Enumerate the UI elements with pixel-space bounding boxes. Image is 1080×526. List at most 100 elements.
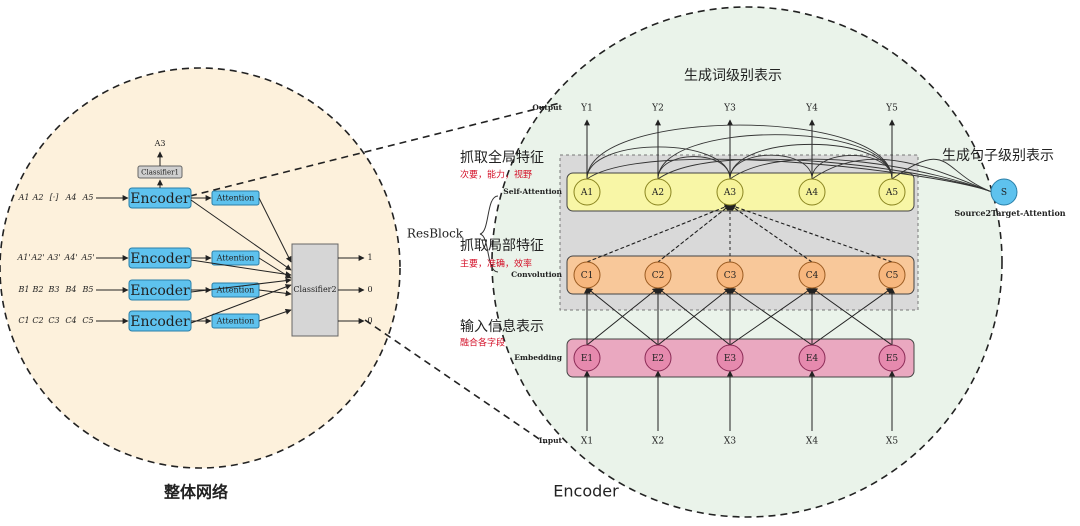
att-conv-dash-3: [729, 204, 813, 263]
input-token-right-4: X5: [886, 437, 898, 447]
annotation-global-title: 抓取全局特征: [460, 149, 544, 166]
input-token-0-1: A2: [32, 193, 44, 202]
input-token-right-3: X4: [806, 437, 818, 447]
input-token-right-1: X2: [652, 437, 664, 447]
embed-node-3-circle: [798, 344, 826, 372]
annotation-local-sub: 主要，准确，效率: [460, 258, 532, 270]
conv-node-0-label: C1: [581, 271, 594, 281]
attention-node-1-label: A2: [651, 188, 664, 198]
resblock-label: ResBlock: [407, 227, 464, 241]
conv-node-3-label: C4: [806, 271, 819, 281]
attention-label-0: Attention: [216, 194, 255, 203]
input-token-1-1: A2': [30, 253, 44, 262]
sentence-link-2: [729, 158, 993, 193]
embed-node-0-label: E1: [581, 354, 593, 364]
encoder-label-2: Encoder: [130, 283, 190, 299]
output-token-4: Y5: [885, 104, 898, 114]
input-token-2-4: B5: [82, 285, 94, 294]
input-token-3-3: C4: [65, 316, 76, 325]
conv-node-4-label: C5: [886, 271, 899, 281]
attention-arc-1: [657, 156, 731, 180]
attention-label-3: Attention: [216, 317, 255, 326]
att-cls2-line-0: [258, 197, 292, 263]
embed-node-0-circle: [573, 344, 601, 372]
input-token-1-0: A1': [16, 253, 30, 262]
emb-conv-line-4-3: [811, 287, 893, 346]
classifier2-label: Classifier2: [293, 285, 336, 294]
input-token-2-0: B1: [18, 285, 30, 294]
attention-arc-4: [586, 124, 893, 180]
zoom-line-top: [189, 102, 561, 197]
input-token-right-2: X3: [724, 437, 736, 447]
sentence-link-4: [891, 158, 993, 193]
attention-arc-0: [586, 146, 731, 180]
cls2-output-1: 0: [367, 285, 372, 294]
input-token-2-3: B4: [65, 285, 77, 294]
sentence-link-3: [811, 158, 993, 193]
input-token-0-3: A4: [65, 193, 77, 202]
conv-node-2-circle: [716, 261, 744, 289]
zoom-line-bottom: [364, 319, 546, 444]
att-conv-dash-0: [586, 204, 731, 263]
conv-node-4-circle: [878, 261, 906, 289]
row-label-output: Output: [532, 103, 562, 112]
annotation-global-sub: 次要，能力，视野: [460, 169, 532, 181]
embed-node-2-label: E3: [724, 354, 737, 364]
input-token-3-4: C5: [82, 316, 93, 325]
input-token-1-2: A3': [46, 253, 60, 262]
enc-cls2-line-3: [190, 284, 292, 324]
row-label-self-attention: Self-Attention: [503, 187, 562, 196]
att-conv-dash-4: [729, 204, 893, 263]
encoder-label-1: Encoder: [130, 251, 190, 267]
attention-node-1-circle: [644, 178, 672, 206]
enc-cls2-line-2: [190, 277, 292, 293]
attention-arc-6: [811, 155, 893, 180]
annotation-local-title: 抓取局部特征: [460, 238, 544, 254]
row-label-convolution: Convolution: [511, 270, 562, 279]
sentence-link-1: [657, 158, 993, 193]
emb-conv-line-2-1: [657, 287, 731, 346]
emb-conv-line-3-2: [729, 287, 813, 346]
row-label-input: Input: [539, 436, 563, 445]
attention-node-2-circle: [716, 178, 744, 206]
attention-arc-3: [729, 143, 893, 180]
input-token-3-2: C3: [48, 316, 59, 325]
input-token-3-0: C1: [18, 316, 29, 325]
left-circle: [0, 67, 401, 469]
conv-node-0-circle: [573, 261, 601, 289]
att-cls2-line-2: [258, 289, 292, 297]
resblock-brace: [479, 195, 499, 273]
attention-node-0-circle: [573, 178, 601, 206]
embed-node-1-label: E2: [652, 354, 664, 364]
embed-node-4-circle: [878, 344, 906, 372]
conv-node-2-label: C3: [724, 271, 737, 281]
cls2-output-0: 1: [367, 253, 372, 262]
att-cls2-line-1: [258, 257, 292, 279]
output-token-0: Y1: [580, 104, 593, 114]
input-token-2-2: B3: [48, 285, 60, 294]
input-token-1-3: A4': [63, 253, 77, 262]
sentence-node-circle: [990, 178, 1018, 206]
embed-node-3-label: E4: [806, 354, 819, 364]
att-cls2-line-3: [258, 308, 292, 322]
conv-node-1-circle: [644, 261, 672, 289]
encoder-title: 生成词级别表示: [684, 68, 782, 84]
output-token-3: Y4: [805, 104, 818, 114]
encoder-label-0: Encoder: [130, 191, 190, 207]
input-token-3-1: C2: [32, 316, 43, 325]
annotation-input-sub: 融合各字段: [460, 337, 505, 349]
classifier1-output: A3: [154, 139, 166, 148]
sentence-node-label: S: [1001, 188, 1007, 198]
conv-node-1-label: C2: [652, 271, 665, 281]
input-token-2-1: B2: [32, 285, 44, 294]
input-token-0-2: [·]: [50, 193, 60, 202]
emb-conv-line-1-0: [586, 287, 659, 346]
left-caption: 整体网络: [163, 483, 228, 502]
sentence-title: 生成句子级别表示: [942, 148, 1054, 164]
attention-node-0-label: A1: [580, 188, 593, 198]
input-token-0-0: A1: [18, 193, 30, 202]
enc-cls2-line-0: [190, 199, 292, 271]
